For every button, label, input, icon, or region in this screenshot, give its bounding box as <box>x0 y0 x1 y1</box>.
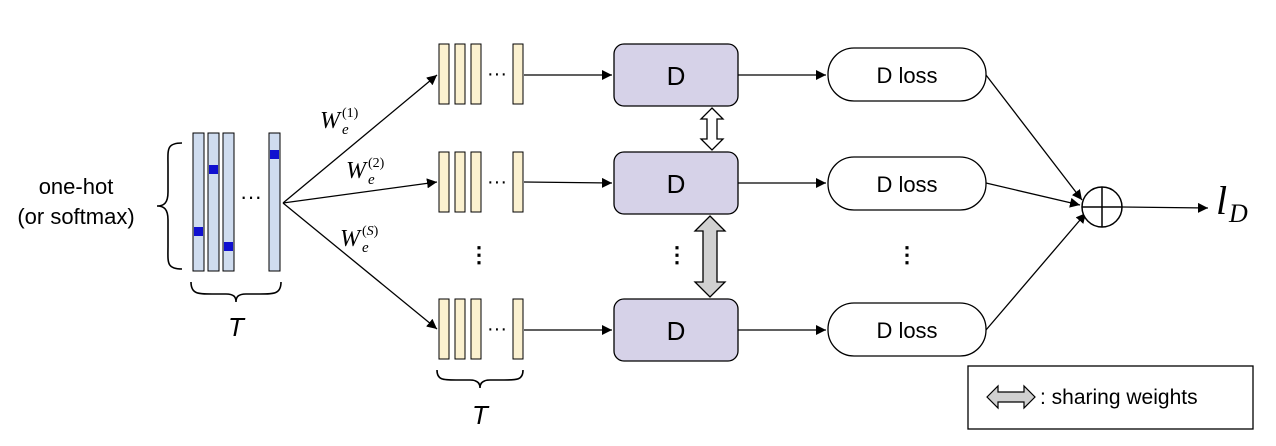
input-label-line2: (or softmax) <box>17 204 134 229</box>
discriminator-label-1: D <box>667 61 686 91</box>
embedding-sub-1: e <box>342 122 349 138</box>
branch-ellipsis-loss: ⋮ <box>896 242 918 267</box>
sharing-weights-arrow-2 <box>693 215 727 298</box>
embedding-label-2: W e (2) <box>346 156 385 188</box>
legend-text: : sharing weights <box>1040 386 1198 409</box>
embedding-sub-3: e <box>362 240 369 256</box>
embedding-index-2: 2 <box>373 156 380 171</box>
loss-label-3: D loss <box>876 318 937 343</box>
embed-bar <box>454 43 466 105</box>
embedding-index-1: 1 <box>347 106 354 121</box>
embedding-sub-2: e <box>368 172 375 188</box>
branch-T-label: T <box>472 400 490 430</box>
embed-bar <box>454 151 466 213</box>
embed-ellipsis: ··· <box>487 318 507 340</box>
embed-bar <box>454 298 466 360</box>
legend: : sharing weights <box>967 365 1254 430</box>
projection-arrow-3 <box>282 202 438 330</box>
embedded-sequence-1: ··· <box>438 43 524 105</box>
legend-sharing-arrow-icon <box>986 384 1036 410</box>
arrow-to-sum-3 <box>985 212 1087 331</box>
arrow-to-d-2 <box>523 177 613 188</box>
embedding-index-3: S <box>367 224 374 239</box>
projection-arrow-2 <box>282 178 438 204</box>
embed-bar <box>512 43 524 105</box>
branch-ellipsis-embed: ⋮ <box>468 242 490 267</box>
embed-bar <box>512 151 524 213</box>
loss-label-1: D loss <box>876 63 937 88</box>
embedding-label-1: W e (1) <box>320 106 359 138</box>
onehot-bar <box>222 132 235 272</box>
output-base: l <box>1216 178 1227 223</box>
embedding-base-1: W <box>320 108 342 134</box>
discriminator-label-3: D <box>667 316 686 346</box>
projection-arrow-1 <box>282 74 438 204</box>
onehot-marker <box>209 165 218 174</box>
embed-bar <box>470 43 482 105</box>
embed-bar <box>470 151 482 213</box>
discriminator-label-2: D <box>667 169 686 199</box>
embed-bar <box>470 298 482 360</box>
embed-bar <box>438 298 450 360</box>
embedded-sequence-3: ··· <box>438 298 524 360</box>
input-left-brace <box>156 142 183 270</box>
arrow-to-sum-2 <box>985 182 1081 208</box>
embedding-base-2: W <box>346 158 368 184</box>
embed-ellipsis: ··· <box>487 63 507 85</box>
embedding-base-3: W <box>340 226 362 252</box>
embed-bar <box>438 151 450 213</box>
onehot-marker <box>194 227 203 236</box>
output-sub: D <box>1228 199 1248 228</box>
onehot-bar <box>192 132 205 272</box>
embed-ellipsis: ··· <box>487 171 507 193</box>
embedding-sup-1: (1) <box>342 106 359 121</box>
arrow-to-sum-1 <box>985 74 1083 201</box>
embed-bar <box>512 298 524 360</box>
onehot-marker <box>270 150 279 159</box>
input-bottom-brace <box>190 281 282 303</box>
output-label: l D <box>1216 178 1248 228</box>
embedded-sequence-2: ··· <box>438 151 524 213</box>
embed-bar <box>438 43 450 105</box>
branch-ellipsis-d: ⋮ <box>666 242 688 267</box>
onehot-bar <box>207 132 220 272</box>
input-T-label: T <box>228 312 246 342</box>
onehot-ellipsis: ··· <box>240 184 262 209</box>
embedding-label-3: W e (S) <box>340 224 379 256</box>
embedding-sup-3: (S) <box>362 224 379 239</box>
loss-label-2: D loss <box>876 172 937 197</box>
onehot-marker <box>224 242 233 251</box>
sum-node <box>1081 186 1123 228</box>
onehot-bar <box>268 132 281 272</box>
sharing-weights-arrow-1 <box>699 107 725 151</box>
input-label-line1: one-hot <box>39 174 114 199</box>
arrow-to-output <box>1121 202 1209 213</box>
embedding-sup-2: (2) <box>368 156 385 171</box>
branch-bottom-brace <box>436 369 524 389</box>
onehot-sequence: ··· <box>192 132 281 272</box>
loss-box-1 <box>827 47 987 102</box>
